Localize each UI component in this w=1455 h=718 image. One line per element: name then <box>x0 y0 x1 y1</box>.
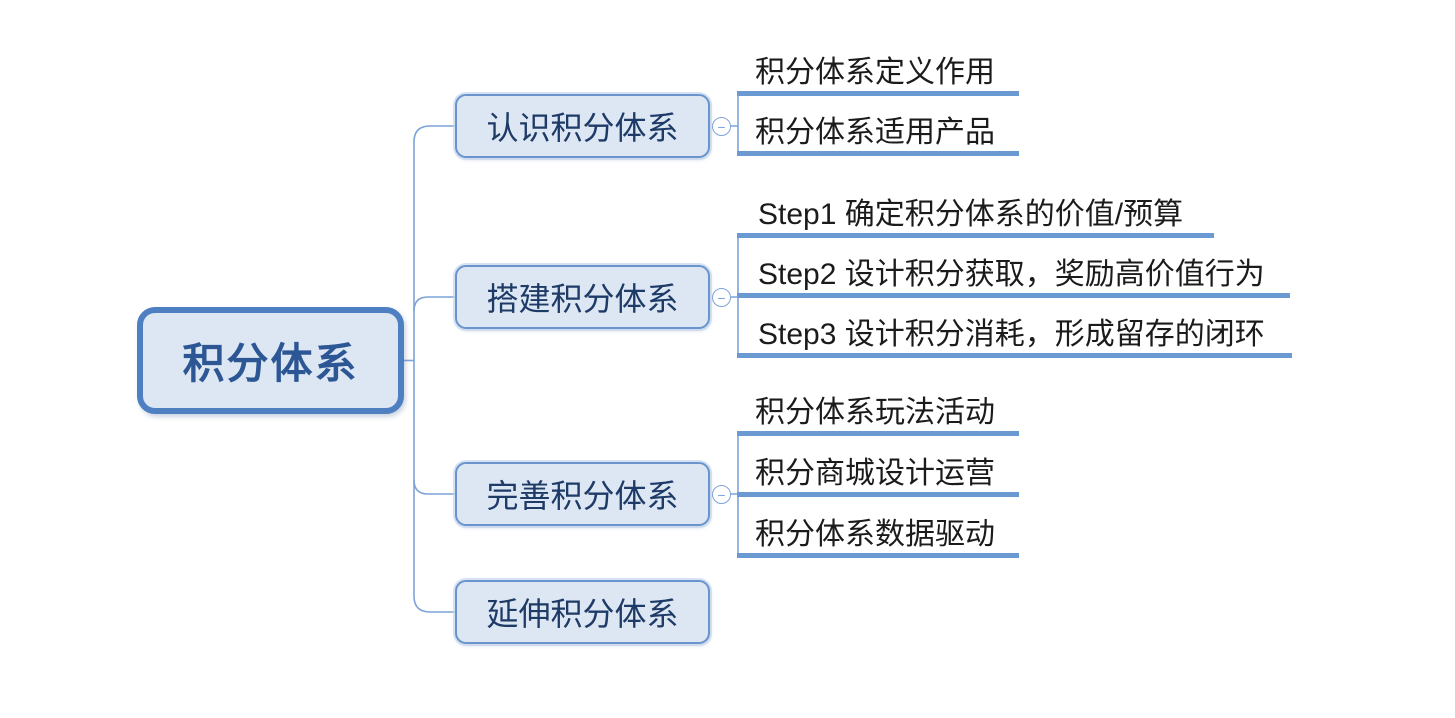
leaf-topic[interactable]: 积分体系定义作用 <box>737 53 1019 96</box>
minus-icon: − <box>717 289 726 306</box>
branch-node-label: 搭建积分体系 <box>486 281 679 317</box>
leaf-topic[interactable]: Step3 设计积分消耗，形成留存的闭环 <box>737 315 1292 358</box>
root-node-label: 积分体系 <box>182 340 359 387</box>
root-node[interactable]: 积分体系 <box>137 307 404 414</box>
trunk-line <box>413 125 455 613</box>
branch-node-yanshen[interactable]: 延伸积分体系 <box>455 580 710 644</box>
minus-icon: − <box>717 486 726 503</box>
branch2-elbow-line <box>413 296 455 312</box>
branch-node-renshi[interactable]: 认识积分体系 <box>455 94 710 158</box>
collapse-toggle-branch3[interactable]: − <box>712 485 731 504</box>
leaf-topic[interactable]: Step1 确定积分体系的价值/预算 <box>737 195 1214 238</box>
branch-node-label: 完善积分体系 <box>486 478 679 514</box>
branch-node-label: 认识积分体系 <box>486 110 679 146</box>
leaf-topic[interactable]: Step2 设计积分获取，奖励高价值行为 <box>737 255 1290 298</box>
leaf-topic[interactable]: 积分体系数据驱动 <box>737 515 1019 558</box>
branch-node-dajian[interactable]: 搭建积分体系 <box>455 265 710 329</box>
collapse-toggle-branch2[interactable]: − <box>712 288 731 307</box>
branch3-elbow-line <box>413 479 455 495</box>
branch-node-wanshan[interactable]: 完善积分体系 <box>455 462 710 526</box>
minus-icon: − <box>717 118 726 135</box>
leaf-topic[interactable]: 积分体系玩法活动 <box>737 393 1019 436</box>
leaf-topic[interactable]: 积分商城设计运营 <box>737 454 1019 497</box>
branch-node-label: 延伸积分体系 <box>486 596 679 632</box>
leaf-topic[interactable]: 积分体系适用产品 <box>737 113 1019 156</box>
collapse-toggle-branch1[interactable]: − <box>712 117 731 136</box>
